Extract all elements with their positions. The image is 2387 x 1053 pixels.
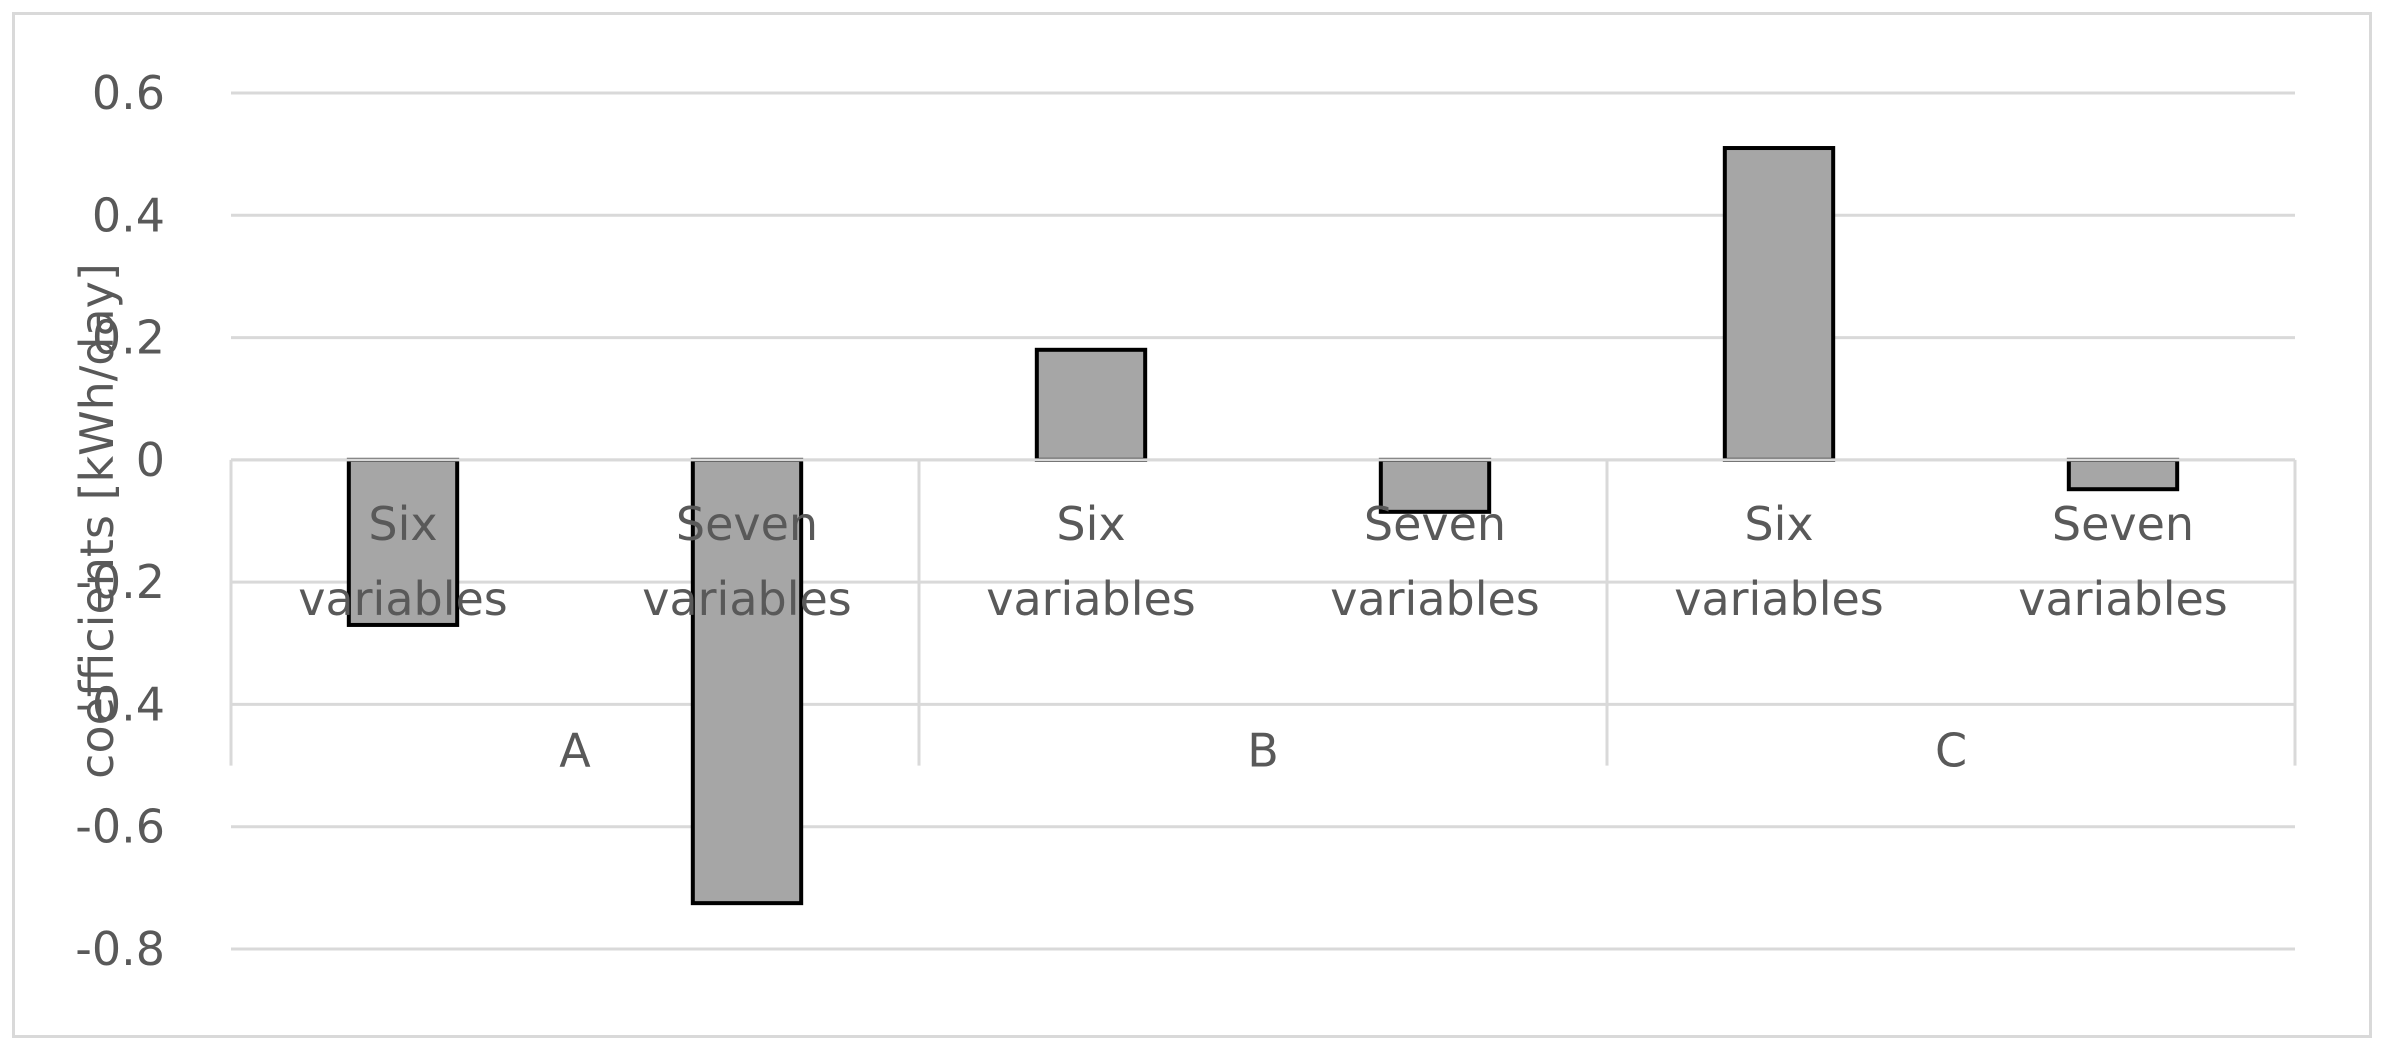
- category-label-line1: Six: [368, 497, 437, 551]
- y-tick-label: -0.8: [75, 922, 165, 976]
- category-label-line2: variables: [298, 572, 508, 626]
- y-tick-label: 0.4: [92, 188, 165, 242]
- y-tick-label: -0.6: [75, 800, 165, 854]
- category-label-line1: Six: [1056, 497, 1125, 551]
- y-tick-label: 0.2: [92, 311, 165, 365]
- gridlines: [231, 91, 2295, 951]
- category-label-line2: variables: [2018, 572, 2228, 626]
- group-label: B: [1247, 723, 1279, 777]
- y-axis-title: coefficients [kWh/day]: [70, 263, 124, 779]
- bar: [1722, 146, 1836, 462]
- y-tick-label: -0.2: [75, 555, 165, 609]
- chart-frame: Six variables Seven variables Six variables Se…: [12, 12, 2372, 1038]
- category-label-line2: variables: [986, 572, 1196, 626]
- bar: [2066, 457, 2180, 492]
- bars: [346, 146, 2180, 906]
- bar-chart: Six variables Seven variables Six variables Se…: [70, 66, 2297, 976]
- bar: [690, 457, 804, 906]
- category-axis: Six variables Seven variables Six variables Se…: [229, 458, 2297, 777]
- bar: [1034, 347, 1148, 462]
- category-label-line1: Six: [1744, 497, 1813, 551]
- y-tick-label: -0.4: [75, 677, 165, 731]
- category-label-line2: variables: [1674, 572, 1884, 626]
- group-label: C: [1935, 723, 1967, 777]
- y-tick-label: 0: [136, 433, 165, 487]
- bar: [346, 457, 460, 627]
- category-label-line1: Seven: [676, 497, 818, 551]
- category-label-line2: variables: [642, 572, 852, 626]
- group-label: A: [559, 723, 591, 777]
- category-label-line1: Seven: [2052, 497, 2194, 551]
- category-label-line2: variables: [1330, 572, 1540, 626]
- y-tick-labels: 0.6 0.4 0.2 0 -0.2 -0.4 -0.6 -0.8: [75, 66, 165, 976]
- category-label-line1: Seven: [1364, 497, 1506, 551]
- y-tick-label: 0.6: [92, 66, 165, 120]
